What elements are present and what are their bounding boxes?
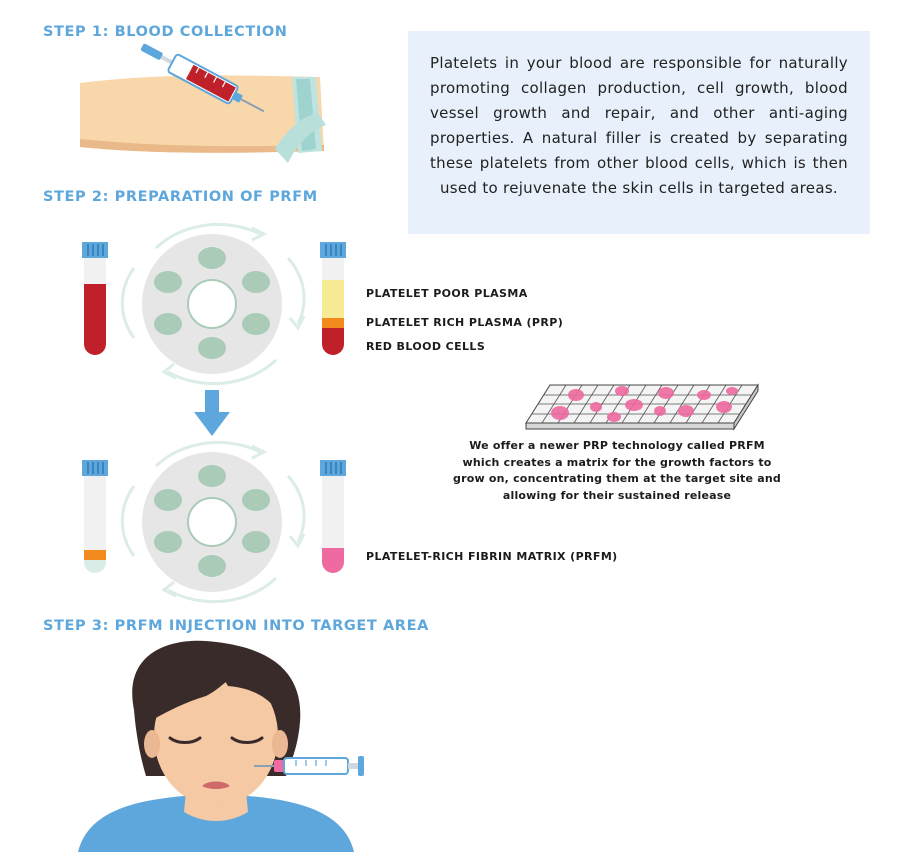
test-tube-icon [320, 460, 346, 573]
fibrin-matrix-icon [525, 383, 759, 431]
arm-icon [80, 75, 326, 163]
label-prfm: PLATELET-RICH FIBRIN MATRIX (PRFM) [366, 550, 618, 563]
step-3-title: STEP 3: PRFM INJECTION INTO TARGET AREA [43, 618, 429, 634]
down-arrow [194, 390, 230, 436]
label-platelet-rich-plasma: PLATELET RICH PLASMA (PRP) [366, 316, 564, 329]
syringe-icon [140, 43, 265, 113]
test-tube-prfm [320, 460, 346, 573]
down-arrow-icon [194, 390, 230, 436]
info-box: Platelets in your blood are responsible … [408, 31, 870, 234]
fibrin-matrix [525, 383, 759, 431]
label-red-blood-cells: RED BLOOD CELLS [366, 340, 486, 353]
syringe-icon [254, 756, 364, 776]
test-tube-icon [82, 460, 108, 573]
info-text: Platelets in your blood are responsible … [430, 54, 848, 197]
centrifuge-bottom [120, 440, 306, 604]
face-icon [78, 640, 354, 852]
test-tube-icon [320, 242, 346, 355]
label-platelet-poor-plasma: PLATELET POOR PLASMA [366, 287, 528, 300]
centrifuge-top [120, 222, 306, 386]
prfm-description: We offer a newer PRP technology called P… [453, 439, 781, 502]
centrifuge-icon [120, 222, 306, 386]
test-tube-separated [320, 242, 346, 355]
arm-illustration [80, 43, 326, 163]
centrifuge-icon [120, 440, 306, 604]
face-illustration [78, 640, 364, 852]
step-1-title: STEP 1: BLOOD COLLECTION [43, 24, 288, 40]
test-tube-prp [82, 460, 108, 573]
step-2-title: STEP 2: PREPARATION OF PRFM [43, 189, 318, 205]
test-tube-blood [82, 242, 108, 355]
test-tube-icon [82, 242, 108, 355]
